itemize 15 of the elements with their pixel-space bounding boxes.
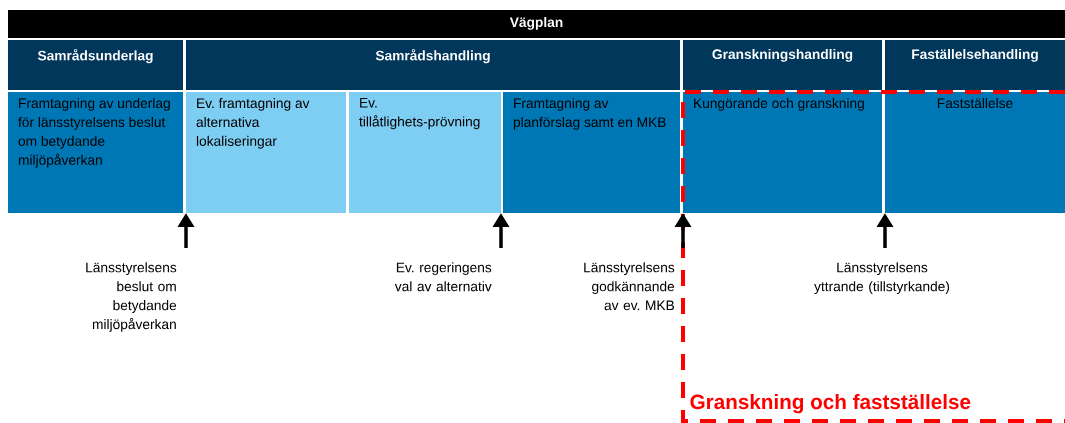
milestone-label: Ev. regeringens val av alternativ xyxy=(394,262,492,292)
phase-header: Samrådsunderlag xyxy=(8,40,183,90)
activity-box: Kungörande och granskning xyxy=(683,92,882,213)
milestone-label: Länsstyrelsens godkännande av ev. MKB xyxy=(584,262,675,311)
milestone-label: Länsstyrelsens beslut om betydande miljöpåverkan xyxy=(86,262,177,332)
activity-box: Fastställelse xyxy=(885,92,1065,213)
activity-box: Framtagning av planförslag samt en MKB xyxy=(503,92,680,213)
phase-header: Granskningshandling xyxy=(683,40,882,90)
title-bar: Vägplan xyxy=(8,10,1065,38)
activity-box: Framtagning av underlag för länsstyrelsens beslut om betydande miljöpåverkan xyxy=(8,92,183,213)
phase-header: Faställelsehandling xyxy=(885,40,1065,90)
milestone-label: Länsstyrelsens yttrande (tillstyrkande) xyxy=(814,262,950,294)
activity-box: Ev. framtagning av alternativa lokaliseringar xyxy=(186,92,346,213)
activity-box: Ev. tillåtlighets-prövning xyxy=(349,92,501,213)
phase-header: Samrådshandling xyxy=(186,40,680,90)
